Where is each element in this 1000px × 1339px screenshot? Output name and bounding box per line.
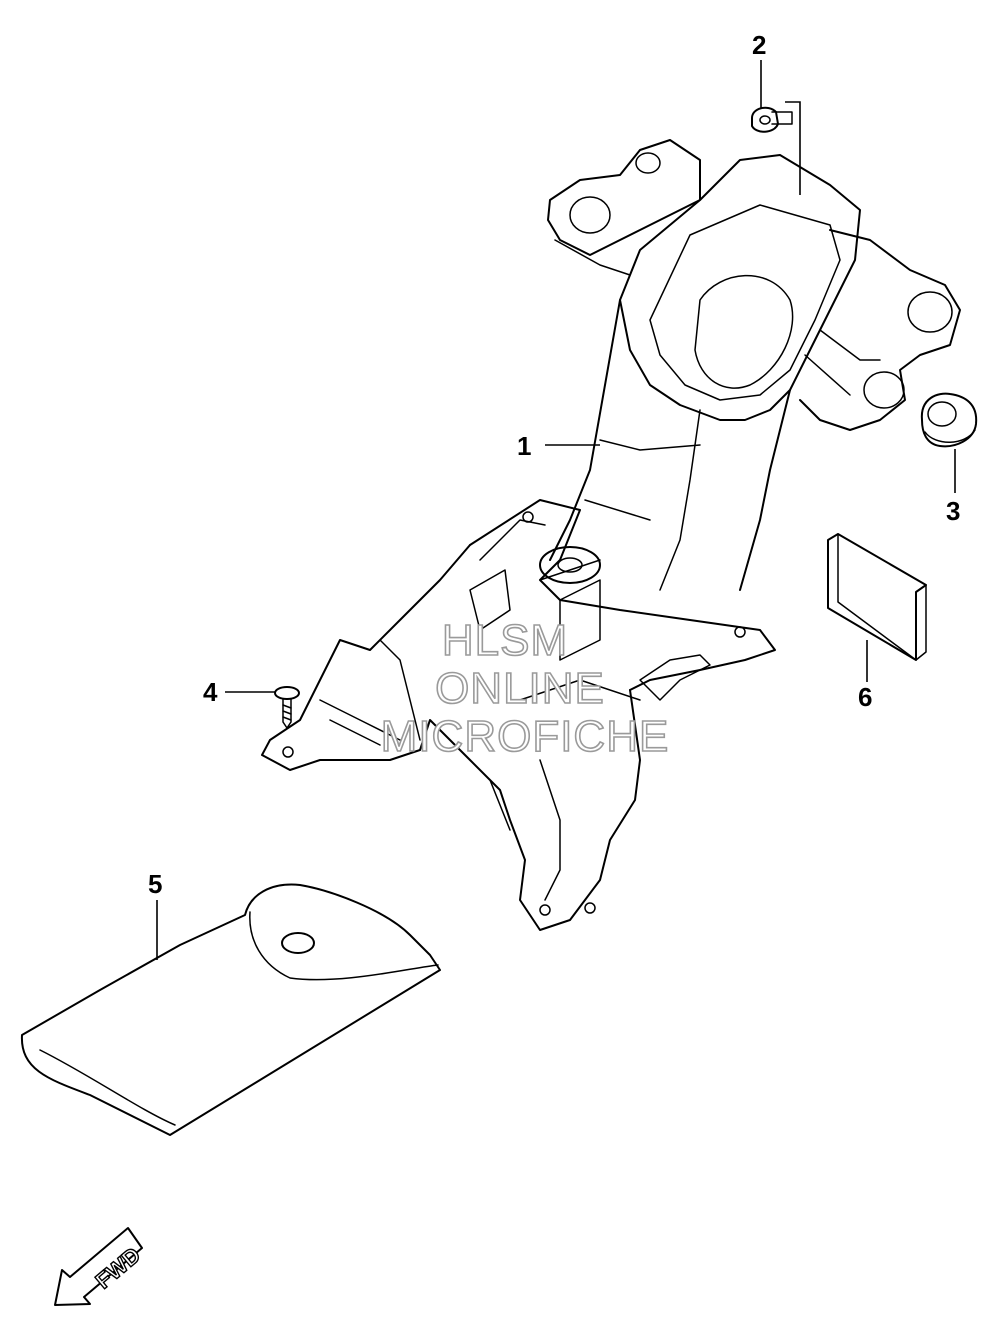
watermark: HLSM ONLINE MICROFICHE [380,615,670,762]
arrow-down-left-icon [54,1227,143,1306]
part-4-screw[interactable] [274,686,300,729]
watermark-line-1: HLSM [442,616,568,665]
callout-1: 1 [517,431,531,461]
part-3-grommet[interactable] [920,392,978,448]
callout-4: 4 [203,677,218,707]
fwd-direction-badge: FWD [54,1227,146,1306]
part-1-rear-fender[interactable] [261,139,961,931]
callout-6: 6 [858,682,872,712]
part-2-bolt[interactable] [751,106,793,133]
callout-2: 2 [752,30,766,60]
watermark-line-2: ONLINE [435,664,605,713]
watermark-line-3: MICROFICHE [381,712,670,761]
leader-lines [156,60,956,960]
part-5-flap[interactable] [20,883,441,1136]
callout-5: 5 [148,869,162,899]
part-6-label[interactable] [827,533,927,661]
callout-3: 3 [946,496,960,526]
